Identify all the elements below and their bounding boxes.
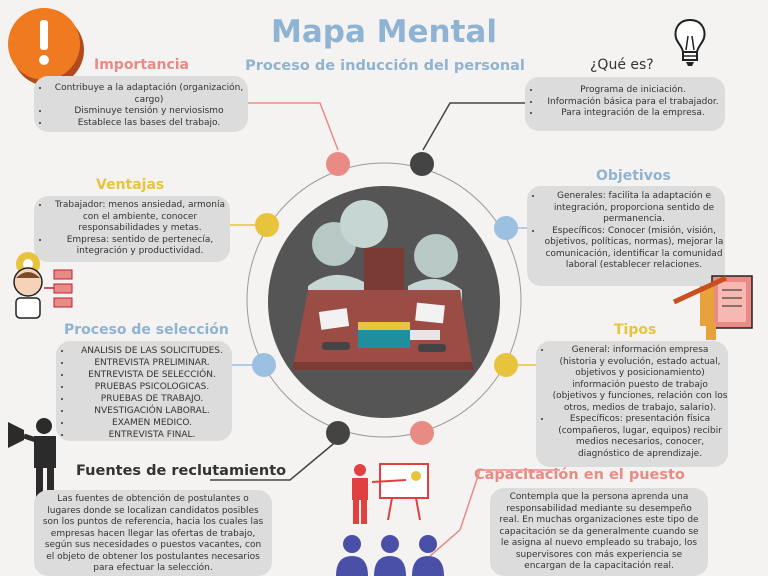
ventajas-heading: Ventajas (96, 177, 165, 193)
megaphone-person-icon (8, 418, 56, 500)
list-item: Contribuye a la adaptación (organización… (50, 83, 248, 106)
list-item: Para integración de la empresa. (541, 108, 725, 120)
list-item: EXAMEN MEDICO. (72, 417, 232, 429)
lightbulb-icon (674, 18, 706, 66)
dot-importancia (326, 152, 350, 176)
page-subtitle: Proceso de inducción del personal (245, 58, 525, 74)
list-item: PRUEBAS PSICOLOGICAS. (72, 381, 232, 393)
ventajas-box: Trabajador: menos ansiedad, armonía con … (34, 196, 230, 262)
fuentes-box: Las fuentes de obtención de postulantes … (34, 490, 272, 576)
dot-que-es (410, 152, 434, 176)
tipos-heading: Tipos (614, 322, 657, 338)
warning-icon (8, 8, 84, 86)
list-item: General: información empresa (historia y… (552, 345, 728, 414)
brain-gear-icon (13, 252, 73, 319)
list-item: ENTREVISTA PRELIMINAR. (72, 357, 232, 369)
list-item: Trabajador: menos ansiedad, armonía con … (50, 200, 230, 235)
meeting-table-icon (268, 186, 500, 418)
tipos-box: General: información empresa (historia y… (536, 341, 728, 467)
objetivos-heading: Objetivos (596, 168, 671, 184)
list-item: ANALISIS DE LAS SOLICITUDES. (72, 345, 232, 357)
list-item: Programa de iniciación. (541, 85, 725, 97)
importancia-heading: Importancia (94, 57, 189, 73)
list-item: Específicos: presentación física (compañ… (552, 414, 728, 460)
que-es-list: Programa de iniciación. Información bási… (525, 85, 725, 120)
capacitacion-box: Contempla que la persona aprenda una res… (490, 488, 708, 576)
seleccion-heading: Proceso de selección (64, 322, 229, 338)
central-ring (246, 162, 522, 438)
list-item: Disminuye tensión y nerviosismo (50, 106, 248, 118)
dot-ventajas (255, 213, 279, 237)
list-item: Empresa: sentido de pertenecía, integrac… (50, 235, 230, 258)
list-item: Específicos: Conocer (misión, visión, ob… (543, 226, 725, 272)
objetivos-list: Generales: facilita la adaptación e inte… (527, 191, 725, 272)
dot-tipos (494, 353, 518, 377)
importancia-list: Contribuye a la adaptación (organización… (34, 83, 248, 129)
list-item: Información básica para el trabajador. (541, 97, 725, 109)
list-item: Establece las bases del trabajo. (50, 118, 248, 130)
list-item: ENTREVISTA FINAL. (72, 429, 232, 441)
list-item: PRUEBAS DE TRABAJO. (72, 393, 232, 405)
presentation-icon (352, 463, 429, 524)
dot-capacitacion (410, 421, 434, 445)
que-es-box: Programa de iniciación. Información bási… (525, 77, 725, 131)
list-item: Generales: facilita la adaptación e inte… (543, 191, 725, 226)
ventajas-list: Trabajador: menos ansiedad, armonía con … (34, 200, 230, 258)
clipboard-pencil-icon (672, 275, 753, 340)
tipos-list: General: información empresa (historia y… (536, 345, 728, 460)
seleccion-box: ANALISIS DE LAS SOLICITUDES. ENTREVISTA … (56, 341, 232, 441)
dot-fuentes (326, 421, 350, 445)
capacitacion-heading: Capacitación en el puesto (474, 467, 685, 483)
dot-seleccion (252, 353, 276, 377)
seleccion-list: ANALISIS DE LAS SOLICITUDES. ENTREVISTA … (56, 345, 232, 441)
objetivos-box: Generales: facilita la adaptación e inte… (527, 186, 725, 286)
team-icon (336, 535, 444, 576)
dot-objetivos (494, 216, 518, 240)
list-item: ENTREVISTA DE SELECCIÓN. (72, 369, 232, 381)
importancia-box: Contribuye a la adaptación (organización… (34, 76, 248, 132)
que-es-heading: ¿Qué es? (590, 57, 654, 73)
page-title: Mapa Mental (271, 14, 497, 50)
fuentes-heading: Fuentes de reclutamiento (76, 463, 287, 479)
list-item: NVESTIGACIÓN LABORAL. (72, 405, 232, 417)
